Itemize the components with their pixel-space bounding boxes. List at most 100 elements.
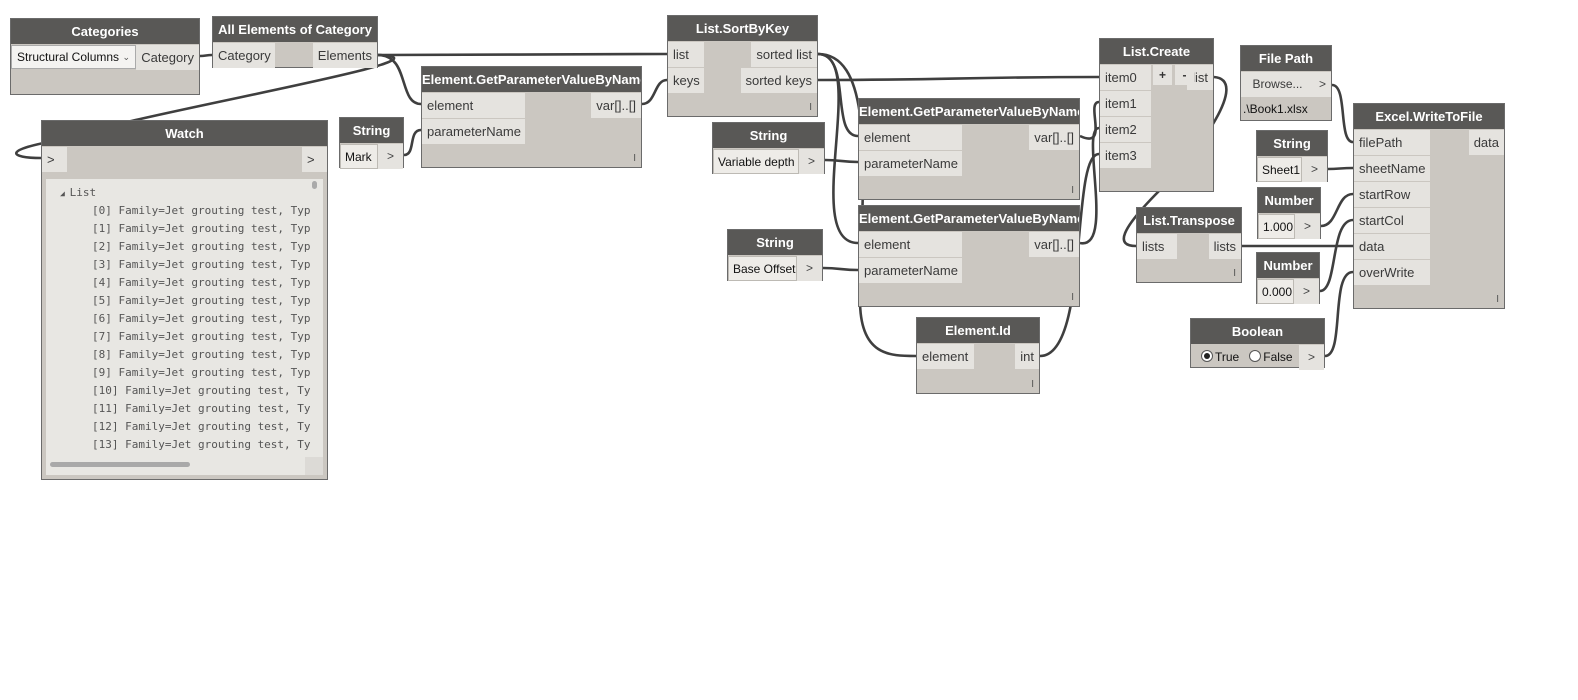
node-title[interactable]: Watch [42,121,327,146]
output-port-sortedlist[interactable]: sorted list [751,42,817,67]
collapse-triangle-icon[interactable]: ◢ [60,189,70,198]
output-port-var[interactable]: var[]..[] [1029,232,1079,257]
value-field[interactable]: 0.000 [1257,279,1294,304]
input-port-element[interactable]: element [422,93,525,118]
input-port-category[interactable]: Category [213,43,275,68]
value-field[interactable]: Sheet1 [1257,157,1302,182]
lacing-indicator[interactable]: I [633,153,636,164]
output-port-int[interactable]: int [1015,344,1039,369]
input-port-element[interactable]: element [859,232,962,257]
output-port[interactable]: > [1314,72,1331,97]
watch-output-list[interactable]: ◢ List[0] Family=Jet grouting test, Typ[… [46,179,323,475]
input-port-filepath[interactable]: filePath [1354,130,1430,155]
node-title[interactable]: File Path [1241,46,1331,71]
output-port[interactable]: > [302,147,327,172]
output-port-var[interactable]: var[]..[] [1029,125,1079,150]
input-port[interactable]: > [42,147,67,172]
output-port-data[interactable]: data [1468,130,1504,155]
category-dropdown[interactable]: Structural Columns⌄ [11,45,136,69]
output-port-sortedkeys[interactable]: sorted keys [740,68,817,93]
lacing-indicator[interactable]: I [1071,185,1074,196]
output-port[interactable]: > [1294,279,1319,304]
lacing-indicator[interactable]: I [1496,294,1499,305]
lacing-indicator[interactable]: I [1071,292,1074,303]
vertical-scrollbar[interactable] [312,181,317,189]
input-port-item1[interactable]: item1 [1100,91,1151,116]
node-watch[interactable]: Watch> > ◢ List[0] Family=Jet grouting tes… [41,120,328,480]
input-port-element[interactable]: element [859,125,962,150]
input-port-item0[interactable]: item0 [1100,65,1151,90]
lacing-indicator[interactable]: I [809,102,812,113]
input-port-list[interactable]: list [668,42,704,67]
lacing-indicator[interactable]: I [1233,268,1236,279]
node-title[interactable]: Element.GetParameterValueByName [859,206,1079,231]
input-port-item2[interactable]: item2 [1100,117,1151,142]
node-title[interactable]: Categories [11,19,199,44]
node-title[interactable]: List.Transpose [1137,208,1241,233]
node-title[interactable]: String [713,123,824,148]
input-port-data[interactable]: data [1354,234,1430,259]
node-title[interactable]: List.SortByKey [668,16,817,41]
value-field[interactable]: Base Offset [728,256,797,281]
value-field[interactable]: Mark [340,144,378,169]
output-port[interactable]: > [378,144,403,169]
node-title[interactable]: Element.GetParameterValueByName [422,67,641,92]
horizontal-scrollbar[interactable] [50,462,190,467]
node-title[interactable]: Number [1258,188,1320,213]
remove-input-button[interactable]: - [1175,65,1194,85]
input-port-parametername[interactable]: parameterName [422,119,525,144]
output-port-var[interactable]: var[]..[] [591,93,641,118]
input-port-item3[interactable]: item3 [1100,143,1151,168]
node-title[interactable]: String [1257,131,1327,156]
output-port-category[interactable]: Category [136,45,199,70]
input-port-startrow[interactable]: startRow [1354,182,1430,207]
node-title[interactable]: String [728,230,822,255]
node-title[interactable]: Boolean [1191,319,1324,344]
input-port-element[interactable]: element [917,344,974,369]
radio-unselected-icon[interactable] [1249,350,1262,362]
value-field[interactable]: 1.000 [1258,214,1295,239]
node-title[interactable]: List.Create [1100,39,1213,64]
node-title[interactable]: Number [1257,253,1319,278]
output-port[interactable]: > [1295,214,1320,239]
node-title[interactable]: String [340,118,403,143]
input-port-parametername[interactable]: parameterName [859,151,962,176]
output-port[interactable]: > [1299,345,1324,370]
input-port-startcol[interactable]: startCol [1354,208,1430,233]
add-input-button[interactable]: + [1153,65,1172,85]
output-port-elements[interactable]: Elements [312,43,377,68]
output-port-lists[interactable]: lists [1208,234,1241,259]
output-port[interactable]: > [797,256,822,281]
list-header[interactable]: ◢ List [60,186,96,199]
lacing-indicator[interactable]: I [1031,379,1034,390]
radio-true[interactable]: True [1201,350,1239,364]
input-port-parametername[interactable]: parameterName [859,258,962,283]
node-title[interactable]: Excel.WriteToFile [1354,104,1504,129]
output-port[interactable]: > [799,149,824,174]
input-port-keys[interactable]: keys [668,68,704,93]
input-port-sheetname[interactable]: sheetName [1354,156,1430,181]
node-title[interactable]: Element.Id [917,318,1039,343]
input-port-lists[interactable]: lists [1137,234,1177,259]
output-port[interactable]: > [1302,157,1327,182]
radio-selected-icon[interactable] [1201,350,1213,362]
input-port-overwrite[interactable]: overWrite [1354,260,1430,285]
browse-button[interactable]: Browse... [1241,72,1314,97]
